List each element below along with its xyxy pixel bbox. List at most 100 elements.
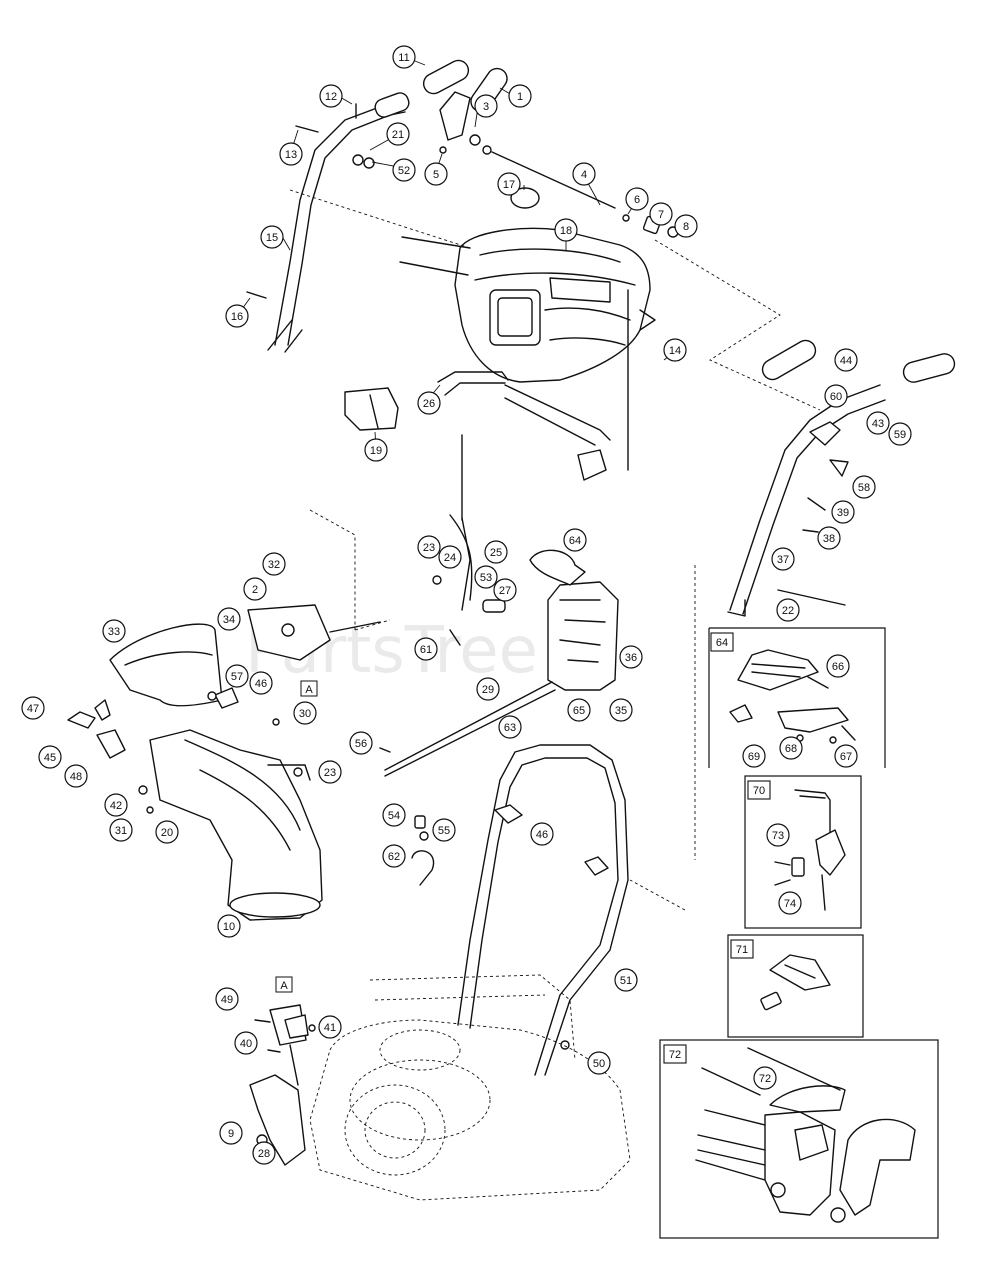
- inset-72: 72: [659, 1039, 939, 1239]
- svg-text:66: 66: [832, 661, 844, 673]
- right-upper-handle: [727, 339, 956, 617]
- svg-text:72: 72: [669, 1049, 681, 1061]
- callout-27: 27: [493, 578, 517, 602]
- svg-text:5: 5: [433, 169, 439, 181]
- svg-text:45: 45: [44, 752, 56, 764]
- callout-74: 73: [766, 823, 790, 847]
- callout-14: 14: [663, 338, 687, 362]
- callout-66: 66: [826, 654, 850, 678]
- callout-55: 55: [432, 818, 456, 842]
- callout-29: 29: [476, 677, 500, 701]
- callout-26: 26: [417, 391, 441, 415]
- svg-text:36: 36: [625, 652, 637, 664]
- bolts-to-panel: [289, 189, 471, 276]
- svg-text:47: 47: [27, 703, 39, 715]
- callout-46-handle: 46: [530, 822, 554, 846]
- svg-text:40: 40: [240, 1038, 252, 1050]
- small-chute-hardware: [67, 687, 303, 814]
- callout-62: 62: [382, 844, 406, 868]
- chute-cap-34: [247, 604, 381, 661]
- callout-10: 10: [217, 914, 241, 938]
- svg-text:59: 59: [894, 429, 906, 441]
- svg-text:23: 23: [423, 542, 435, 554]
- callout-24: 24: [438, 545, 462, 569]
- callout-64: 64: [563, 528, 587, 552]
- auger-housing: [309, 974, 631, 1201]
- svg-text:62: 62: [388, 851, 400, 863]
- svg-text:51: 51: [620, 975, 632, 987]
- svg-text:38: 38: [823, 533, 835, 545]
- callout-44: 44: [834, 348, 858, 372]
- svg-text:8: 8: [683, 221, 689, 233]
- callout-32: 32: [262, 552, 286, 576]
- callout-30: 30: [293, 701, 317, 725]
- svg-text:61: 61: [420, 644, 432, 656]
- svg-text:A: A: [305, 684, 313, 696]
- svg-text:58: 58: [858, 482, 870, 494]
- callout-51: 51: [614, 968, 638, 992]
- callout-47: 47: [21, 696, 45, 720]
- svg-text:19: 19: [370, 445, 382, 457]
- svg-text:9: 9: [228, 1128, 234, 1140]
- svg-text:27: 27: [499, 585, 511, 597]
- callout-6: 6: [625, 187, 649, 211]
- control-assembly-36: [384, 514, 619, 777]
- svg-text:29: 29: [482, 684, 494, 696]
- callout-13: 13: [279, 142, 303, 166]
- cover-19: [344, 387, 399, 431]
- svg-text:32: 32: [268, 559, 280, 571]
- callout-16: 16: [225, 304, 249, 328]
- callout-41: 41: [318, 1015, 342, 1039]
- svg-text:69: 69: [748, 751, 760, 763]
- small-parts-54-55-62: [379, 747, 435, 886]
- callout-9: 9: [219, 1121, 243, 1145]
- callout-48: 48: [64, 764, 88, 788]
- svg-text:2: 2: [252, 584, 258, 596]
- callout-68: 68: [779, 736, 803, 760]
- callout-8: 8: [674, 214, 698, 238]
- svg-text:37: 37: [777, 554, 789, 566]
- svg-text:67: 67: [840, 751, 852, 763]
- callout-63: 63: [498, 715, 522, 739]
- svg-text:23: 23: [324, 767, 336, 779]
- callout-12: 12: [319, 84, 343, 108]
- callout-23-upper: 23: [417, 535, 441, 559]
- callout-42: 42: [104, 793, 128, 817]
- svg-text:43: 43: [872, 418, 884, 430]
- callout-33: 33: [102, 619, 126, 643]
- callout-58: 58: [852, 475, 876, 499]
- callout-36: 36: [619, 645, 643, 669]
- svg-text:64: 64: [569, 535, 581, 547]
- left-upper-handle: [267, 92, 410, 353]
- callout-28: 28: [252, 1141, 276, 1165]
- inset-71: 71: [727, 934, 864, 1038]
- inset-70: 70: [744, 775, 862, 929]
- svg-text:4: 4: [581, 169, 587, 181]
- callout-49: 49: [215, 987, 239, 1011]
- svg-text:44: 44: [840, 355, 852, 367]
- svg-text:70: 70: [753, 785, 765, 797]
- svg-text:55: 55: [438, 825, 450, 837]
- callout-22: 22: [776, 598, 800, 622]
- svg-text:21: 21: [392, 129, 404, 141]
- svg-text:24: 24: [444, 552, 456, 564]
- callout-25: 25: [484, 540, 508, 564]
- svg-text:57: 57: [231, 671, 243, 683]
- svg-text:33: 33: [108, 626, 120, 638]
- svg-text:22: 22: [782, 605, 794, 617]
- svg-text:49: 49: [221, 994, 233, 1006]
- svg-text:25: 25: [490, 547, 502, 559]
- callout-20: 20: [155, 820, 179, 844]
- svg-text:15: 15: [266, 232, 278, 244]
- callout-37: 37: [771, 547, 795, 571]
- svg-text:50: 50: [593, 1058, 605, 1070]
- callout-56: 56: [349, 731, 373, 755]
- svg-text:30: 30: [299, 708, 311, 720]
- callout-15: 15: [260, 225, 284, 249]
- svg-text:17: 17: [503, 179, 515, 191]
- callout-4: 4: [572, 162, 596, 186]
- svg-text:35: 35: [615, 705, 627, 717]
- callout-34: 34: [217, 607, 241, 631]
- svg-text:41: 41: [324, 1022, 336, 1034]
